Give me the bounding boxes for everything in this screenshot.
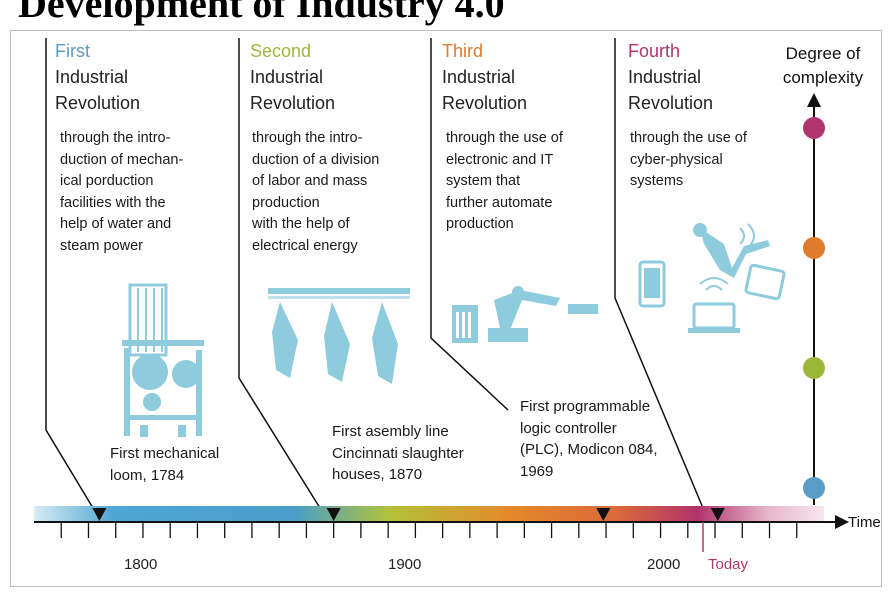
description-line: further automate xyxy=(446,194,553,211)
event-line: First programmable xyxy=(520,398,651,415)
fourth-revolution-name-line2: Revolution xyxy=(628,93,714,113)
complexity-level-first xyxy=(803,477,825,499)
description-line: through the intro- xyxy=(60,130,171,146)
tick-label-2000: 2000 xyxy=(647,556,681,573)
fourth-revolution-heading: Fourth Industrial Revolution xyxy=(628,38,713,116)
first-revolution-name-line2: Revolution xyxy=(55,93,141,113)
third-revolution-heading: Third Industrial Revolution xyxy=(442,38,527,116)
description-line: help of water and xyxy=(60,216,172,232)
event-line: houses, 1870 xyxy=(332,466,423,483)
description-line: with the help of xyxy=(252,216,350,232)
tick-label-1800: 1800 xyxy=(124,556,158,573)
description-line: steam power xyxy=(60,237,144,254)
third-revolution-description: through the use of electronic and IT sys… xyxy=(446,128,563,236)
diagram-frame xyxy=(10,30,882,587)
description-line: systems xyxy=(630,173,684,189)
complexity-axis-title: Degree of complexity xyxy=(768,42,878,90)
complexity-level-third xyxy=(803,237,825,259)
description-line: production xyxy=(446,216,514,232)
event-arrows xyxy=(92,508,725,521)
complexity-levels xyxy=(803,117,825,499)
event-line: (PLC), Modicon 084, xyxy=(520,441,658,458)
complexity-title-line2: complexity xyxy=(782,68,864,87)
event-arrow-2 xyxy=(326,508,341,521)
description-line: duction of mechan- xyxy=(60,151,184,168)
first-revolution-ordinal: First xyxy=(55,41,90,61)
cyber-physical-devices-icon xyxy=(638,223,786,333)
complexity-level-fourth xyxy=(803,117,825,139)
second-revolution-name-line1: Industrial xyxy=(250,67,324,87)
description-line: duction of a division xyxy=(252,151,380,168)
robot-arm-plc-icon xyxy=(452,286,598,343)
description-line: cyber-physical xyxy=(630,151,723,168)
second-revolution-description: through the intro- duction of a division… xyxy=(252,128,379,257)
event-line: Cincinnati slaughter xyxy=(332,444,464,462)
fourth-revolution-description: through the use of cyber-physical system… xyxy=(630,128,747,193)
second-revolution-name-line2: Revolution xyxy=(250,93,336,113)
first-revolution-description: through the intro- duction of mechan- ic… xyxy=(60,128,183,257)
fourth-revolution-ordinal: Fourth xyxy=(628,41,681,61)
diagram-title: Development of Industry 4.0 xyxy=(18,0,505,26)
description-line: ical porduction xyxy=(60,173,154,189)
description-line: of labor and mass xyxy=(252,173,368,189)
third-revolution-name-line2: Revolution xyxy=(442,93,528,113)
time-axis-ticks xyxy=(60,522,798,538)
event-arrow-4 xyxy=(710,508,725,521)
event-line: logic controller xyxy=(520,419,617,437)
assembly-line-icon xyxy=(268,288,410,384)
description-line: system that xyxy=(446,173,521,189)
first-revolution-bracket xyxy=(45,38,94,509)
second-revolution-ordinal: Second xyxy=(250,41,312,61)
event-line: 1969 xyxy=(520,462,554,480)
event-line: First asembly line xyxy=(332,423,449,440)
event-arrow-1 xyxy=(92,508,107,521)
time-axis-title: Time xyxy=(848,514,881,531)
first-revolution-name-line1: Industrial xyxy=(55,67,129,87)
description-line: production xyxy=(252,194,320,211)
fourth-revolution-bracket xyxy=(614,38,704,509)
second-revolution-heading: Second Industrial Revolution xyxy=(250,38,335,116)
third-revolution-bracket xyxy=(430,38,509,411)
first-revolution-heading: First Industrial Revolution xyxy=(55,38,140,116)
description-line: facilities with the xyxy=(60,194,166,211)
third-revolution-ordinal: Third xyxy=(442,41,484,61)
event-plc: First programmable logic controller (PLC… xyxy=(520,396,658,482)
description-line: through the intro- xyxy=(252,130,363,146)
mechanical-loom-icon xyxy=(122,283,204,437)
complexity-level-second xyxy=(803,357,825,379)
description-line: through the use of xyxy=(630,130,747,146)
description-line: through the use of xyxy=(446,130,563,146)
third-revolution-name-line1: Industrial xyxy=(442,67,516,87)
fourth-revolution-name-line1: Industrial xyxy=(628,67,702,87)
event-line: First mechanical xyxy=(110,445,220,462)
event-line: loom, 1784 xyxy=(110,466,185,484)
complexity-title-line1: Degree of xyxy=(785,44,861,63)
description-line: electronic and IT xyxy=(446,151,554,168)
tick-label-1900: 1900 xyxy=(388,556,422,573)
time-axis-band xyxy=(34,506,824,522)
event-assembly-line: First asembly line Cincinnati slaughter … xyxy=(332,421,464,486)
event-arrow-3 xyxy=(596,508,611,521)
event-mechanical-loom: First mechanical loom, 1784 xyxy=(110,443,219,486)
second-revolution-bracket xyxy=(238,38,321,509)
description-line: electrical energy xyxy=(252,237,358,254)
today-label: Today xyxy=(708,556,749,573)
